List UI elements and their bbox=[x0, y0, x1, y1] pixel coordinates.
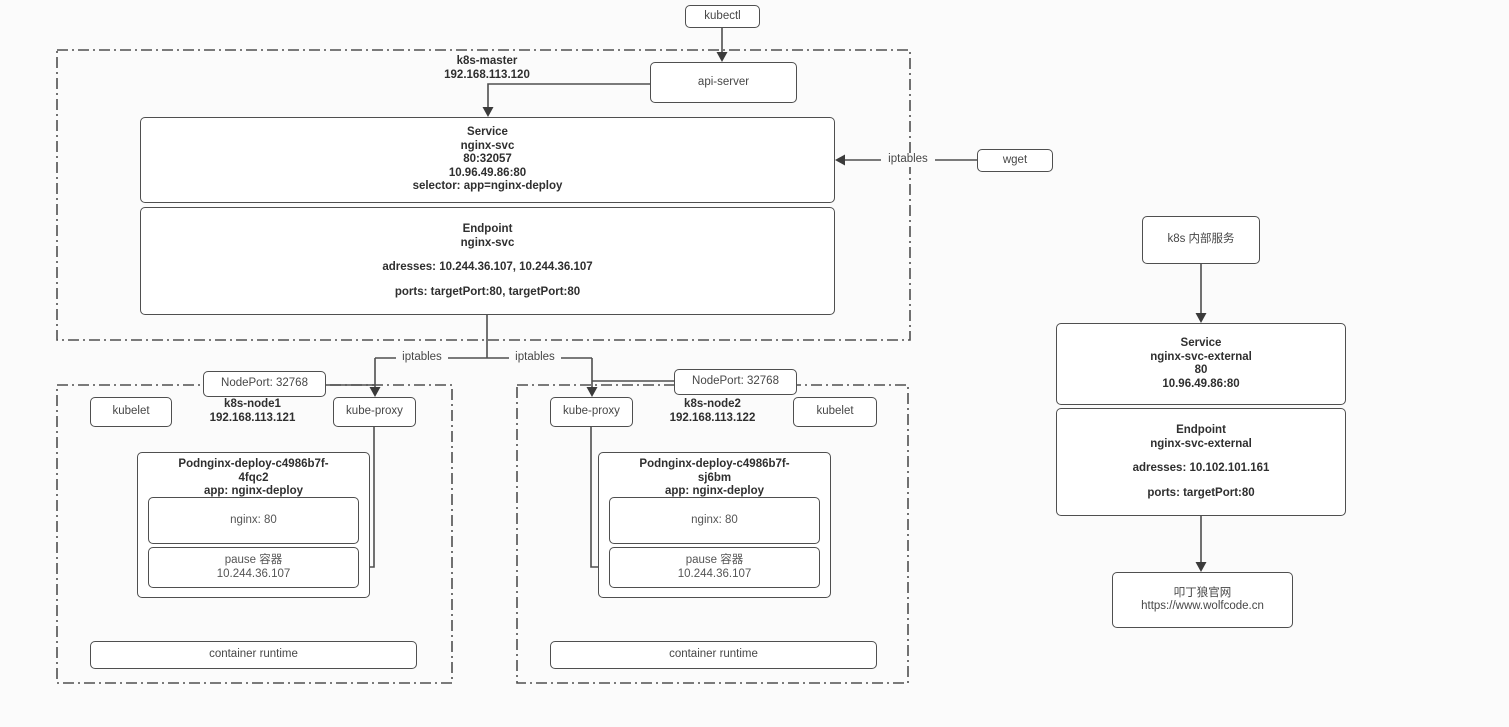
kubelet-label-node1: kubelet bbox=[112, 405, 150, 418]
service-title: Service bbox=[467, 126, 508, 139]
edge-endpoint-kubeproxies bbox=[374, 315, 593, 388]
wolfcode-site-url: https://www.wolfcode.cn bbox=[1141, 600, 1264, 612]
service-name: nginx-svc bbox=[460, 139, 515, 152]
pause-container-box-node2: pause 容器 10.244.36.107 bbox=[609, 547, 820, 588]
wolfcode-site-box: 叩丁狼官网 https://www.wolfcode.cn bbox=[1112, 572, 1293, 628]
kubectl-label: kubectl bbox=[704, 9, 741, 22]
nodeport-box-node1: NodePort: 32768 bbox=[203, 371, 326, 397]
k8s-master-boundary bbox=[56, 49, 911, 341]
endpoint-nginx-svc-box: Endpoint nginx-svc adresses: 10.244.36.1… bbox=[140, 207, 835, 315]
iptables-label-node1: iptables bbox=[396, 351, 448, 365]
kubelet-label-node2: kubelet bbox=[816, 405, 854, 418]
endpoint-addresses: adresses: 10.244.36.107, 10.244.36.107 bbox=[382, 261, 593, 273]
service-nginx-svc-box: Service nginx-svc 80:32057 10.96.49.86:8… bbox=[140, 117, 835, 203]
node2-title: k8s-node2 192.168.113.122 bbox=[640, 398, 785, 425]
node1-ip: 192.168.113.121 bbox=[209, 411, 296, 424]
nodeport-label-node1: NodePort: 32768 bbox=[221, 377, 308, 390]
endpoint-ext-title: Endpoint bbox=[1176, 424, 1226, 436]
pod-title-node2: Podnginx-deploy-c4986b7f- sj6bm app: ngi… bbox=[599, 453, 830, 499]
pod-app-label-node1: app: nginx-deploy bbox=[203, 485, 304, 497]
container-runtime-box-node1: container runtime bbox=[90, 641, 417, 669]
api-server-label: api-server bbox=[697, 75, 750, 88]
wget-box: wget bbox=[977, 149, 1053, 172]
service-ext-clusterip: 10.96.49.86:80 bbox=[1162, 377, 1240, 390]
kubelet-box-node1: kubelet bbox=[90, 397, 172, 427]
container-runtime-box-node2: container runtime bbox=[550, 641, 877, 669]
pod-app-label-node2: app: nginx-deploy bbox=[664, 485, 765, 497]
node2-name: k8s-node2 bbox=[684, 398, 741, 410]
pause-container-box-node1: pause 容器 10.244.36.107 bbox=[148, 547, 359, 588]
service-ext-name: nginx-svc-external bbox=[1150, 350, 1252, 363]
edge-apiserver-service bbox=[487, 83, 650, 108]
master-title: k8s-master 192.168.113.120 bbox=[400, 55, 574, 82]
nginx-container-box-node2: nginx: 80 bbox=[609, 497, 820, 544]
kubelet-box-node2: kubelet bbox=[793, 397, 877, 427]
endpoint-nginx-svc-external-box: Endpoint nginx-svc-external adresses: 10… bbox=[1056, 408, 1346, 516]
iptables-label-wget: iptables bbox=[881, 153, 935, 167]
internal-service-entry-box: k8s 内部服务 bbox=[1142, 216, 1260, 264]
api-server-box: api-server bbox=[650, 62, 797, 103]
endpoint-name: nginx-svc bbox=[460, 236, 515, 249]
nodeport-label-node2: NodePort: 32768 bbox=[692, 375, 779, 388]
endpoint-ext-name: nginx-svc-external bbox=[1150, 437, 1252, 450]
node1-name: k8s-node1 bbox=[224, 398, 281, 410]
node1-title: k8s-node1 192.168.113.121 bbox=[180, 398, 325, 425]
kube-proxy-box-node2: kube-proxy bbox=[550, 397, 633, 427]
service-ext-port: 80 bbox=[1194, 364, 1208, 376]
endpoint-ports: ports: targetPort:80, targetPort:80 bbox=[394, 285, 581, 298]
endpoint-ext-addresses: adresses: 10.102.101.161 bbox=[1132, 462, 1270, 474]
edge-kubeproxy2-pause bbox=[590, 427, 599, 568]
wget-label: wget bbox=[1002, 153, 1028, 166]
node2-ip: 192.168.113.122 bbox=[669, 411, 756, 424]
service-ext-title: Service bbox=[1180, 337, 1222, 349]
service-selector: selector: app=nginx-deploy bbox=[412, 180, 563, 193]
endpoint-title: Endpoint bbox=[462, 223, 513, 235]
service-nodeport-mapping: 80:32057 bbox=[463, 153, 512, 166]
endpoint-ext-ports: ports: targetPort:80 bbox=[1147, 486, 1255, 499]
master-name: k8s-master bbox=[456, 55, 518, 67]
service-clusterip: 10.96.49.86:80 bbox=[448, 166, 527, 179]
kube-proxy-label-node2: kube-proxy bbox=[563, 405, 620, 418]
master-ip: 192.168.113.120 bbox=[444, 68, 530, 81]
internal-service-entry-label: k8s 内部服务 bbox=[1167, 233, 1235, 246]
kube-proxy-box-node1: kube-proxy bbox=[333, 397, 416, 427]
service-nginx-svc-external-box: Service nginx-svc-external 80 10.96.49.8… bbox=[1056, 323, 1346, 405]
nodeport-box-node2: NodePort: 32768 bbox=[674, 369, 797, 395]
kube-proxy-label-node1: kube-proxy bbox=[346, 405, 403, 418]
nginx-container-box-node1: nginx: 80 bbox=[148, 497, 359, 544]
pod-box-node2: Podnginx-deploy-c4986b7f- sj6bm app: ngi… bbox=[598, 452, 831, 598]
kubectl-box: kubectl bbox=[685, 5, 760, 28]
iptables-label-node2: iptables bbox=[509, 351, 561, 365]
wolfcode-site-name: 叩丁狼官网 bbox=[1173, 586, 1232, 599]
pod-box-node1: Podnginx-deploy-c4986b7f- 4fqc2 app: ngi… bbox=[137, 452, 370, 598]
pod-title-node1: Podnginx-deploy-c4986b7f- 4fqc2 app: ngi… bbox=[138, 453, 369, 499]
